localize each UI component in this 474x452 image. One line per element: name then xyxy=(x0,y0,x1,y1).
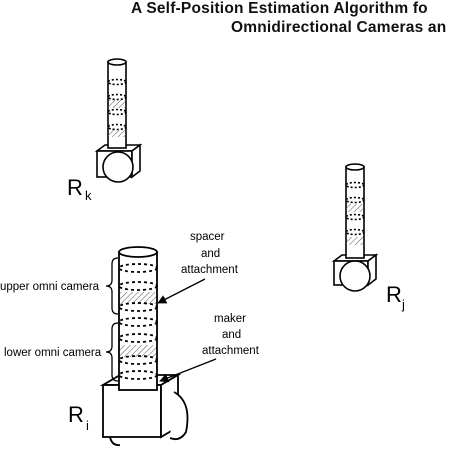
wheel xyxy=(102,151,134,183)
spacer-attachment xyxy=(120,292,156,304)
maker-label-1: maker xyxy=(214,313,246,325)
wheel xyxy=(339,260,371,292)
robot-i-subscript: i xyxy=(86,418,89,433)
robot-i xyxy=(99,246,189,446)
maker-attachment xyxy=(120,345,156,357)
camera-tube xyxy=(118,251,158,391)
robot-j xyxy=(331,163,379,292)
title-line-1: A Self-Position Estimation Algorithm fo xyxy=(131,0,428,17)
lower-camera-label: lower omni camera xyxy=(4,347,102,359)
robot-j-subscript: j xyxy=(401,297,405,312)
spacer-label-1: spacer xyxy=(190,231,225,243)
spacer-arrow xyxy=(157,278,206,304)
robot-i-label: R xyxy=(68,402,84,427)
robot-k-label: R xyxy=(67,175,83,200)
title-line-2: Omnidirectional Cameras an xyxy=(231,19,447,36)
maker-label-2: and xyxy=(222,329,241,341)
robot-j-label: R xyxy=(386,282,402,307)
robot-k xyxy=(94,58,143,183)
maker-label-3: attachment xyxy=(202,345,260,357)
spacer-label-3: attachment xyxy=(181,264,239,276)
maker-arrow xyxy=(159,358,217,383)
robot-k-subscript: k xyxy=(85,188,92,203)
camera-braces xyxy=(105,257,119,382)
upper-camera-label: upper omni camera xyxy=(0,281,100,293)
spacer-label-2: and xyxy=(201,248,220,260)
